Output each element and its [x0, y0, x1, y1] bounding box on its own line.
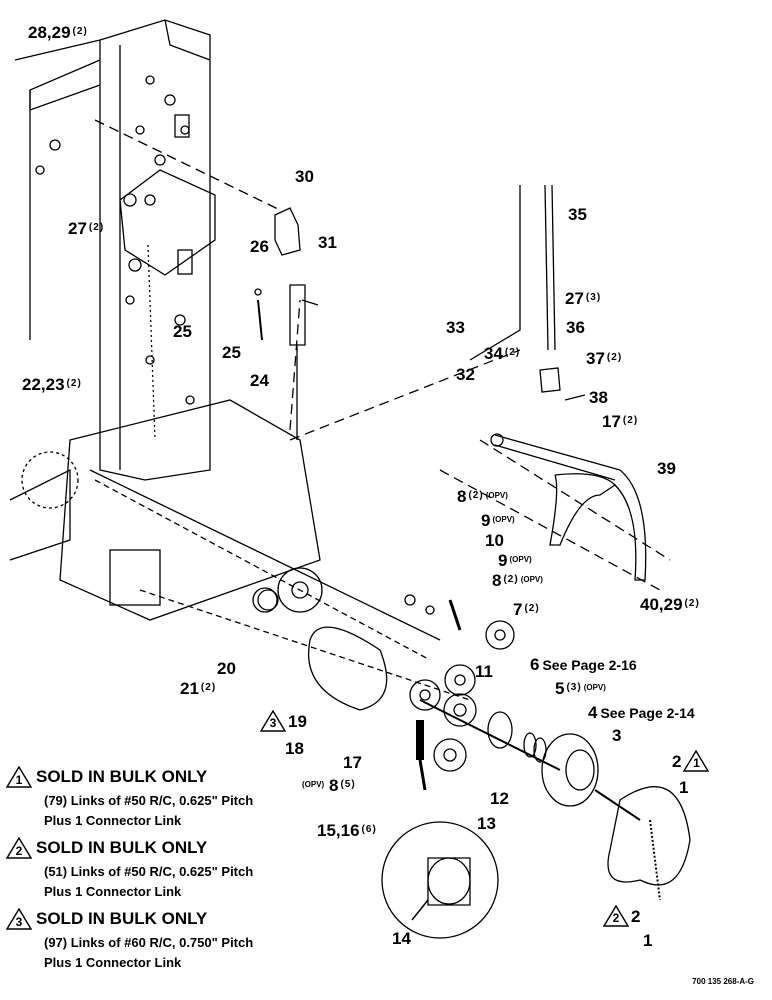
- callout-32: 32: [456, 365, 475, 384]
- callout-25: 25: [173, 322, 192, 341]
- callout-24: 24: [250, 371, 269, 390]
- callout-27-b: 27(3): [565, 289, 602, 308]
- callout-27: 27(2): [68, 219, 105, 238]
- note-3-triangle: 3: [6, 908, 32, 930]
- note-2-title: SOLD IN BULK ONLY: [36, 838, 208, 857]
- callout-8-c: (OPV) 8(5): [302, 776, 356, 795]
- callout-22-23: 22,23(2): [22, 375, 82, 394]
- callout-34: 34(2): [484, 344, 521, 363]
- callout-2-b: 2 2: [603, 905, 640, 927]
- callout-20: 20: [217, 659, 236, 678]
- note-3-title: SOLD IN BULK ONLY: [36, 909, 208, 928]
- note-2-triangle: 2: [6, 837, 32, 859]
- callout-37: 37(2): [586, 349, 623, 368]
- callout-15-16: 15,16(6): [317, 821, 377, 840]
- callout-5: 5(3)(OPV): [555, 679, 606, 698]
- callout-36: 36: [566, 318, 585, 337]
- note-3-line2: Plus 1 Connector Link: [44, 955, 182, 970]
- drive-components: [257, 589, 691, 901]
- drawing-number: 700 135 268-A-G: [692, 977, 754, 986]
- callout-8: 8(2)(OPV): [457, 487, 508, 506]
- assembly-lines: [94, 119, 671, 591]
- callout-19: 3 19: [260, 710, 307, 732]
- callout-26: 26: [250, 237, 269, 256]
- callout-17: 17(2): [602, 412, 639, 431]
- callout-28-29: 28,29(2): [28, 23, 88, 42]
- note-1-title: SOLD IN BULK ONLY: [36, 767, 208, 786]
- note-3-marker: 3: [260, 710, 286, 732]
- callout-21: 21(2): [180, 679, 217, 698]
- note-2-line2: Plus 1 Connector Link: [44, 884, 182, 899]
- note-2-line1: (51) Links of #50 R/C, 0.625" Pitch: [44, 864, 254, 879]
- note-1-triangle: 1: [6, 766, 32, 788]
- callout-14: 14: [392, 929, 411, 948]
- callout-8-b: 8(2)(OPV): [492, 571, 543, 590]
- callout-33: 33: [446, 318, 465, 337]
- note-2-marker: 2: [603, 905, 629, 927]
- callout-30: 30: [295, 167, 314, 186]
- callout-40-29: 40,29(2): [640, 595, 700, 614]
- callout-9: 9(OPV): [481, 511, 515, 530]
- callout-12: 12: [490, 789, 509, 808]
- callout-31: 31: [318, 233, 337, 252]
- callout-38: 38: [589, 388, 608, 407]
- callout-25-b: 25: [222, 343, 241, 362]
- callout-9-b: 9(OPV): [498, 551, 532, 570]
- lower-frame: [9, 399, 471, 701]
- lever-assembly: [469, 184, 647, 581]
- note-1-marker: 1: [683, 750, 710, 772]
- callout-17-b: 17: [343, 753, 362, 772]
- note-1-line2: Plus 1 Connector Link: [44, 813, 182, 828]
- callout-13: 13: [477, 814, 496, 833]
- callout-1-b: 1: [643, 931, 653, 950]
- callout-35: 35: [568, 205, 587, 224]
- callout-7: 7(2): [513, 600, 540, 619]
- callout-2: 2 1: [672, 750, 710, 772]
- callout-1: 1: [679, 778, 689, 797]
- bracket-assembly: [254, 207, 319, 440]
- callout-18: 18: [285, 739, 304, 758]
- callout-39: 39: [657, 459, 676, 478]
- note-1-line1: (79) Links of #50 R/C, 0.625" Pitch: [44, 793, 254, 808]
- frame-plate: [14, 19, 216, 481]
- note-3-line1: (97) Links of #60 R/C, 0.750" Pitch: [44, 935, 254, 950]
- callout-10: 10: [485, 531, 504, 550]
- callout-3: 3: [612, 726, 622, 745]
- callout-11: 11: [475, 662, 493, 681]
- bushing-inset: [381, 821, 499, 939]
